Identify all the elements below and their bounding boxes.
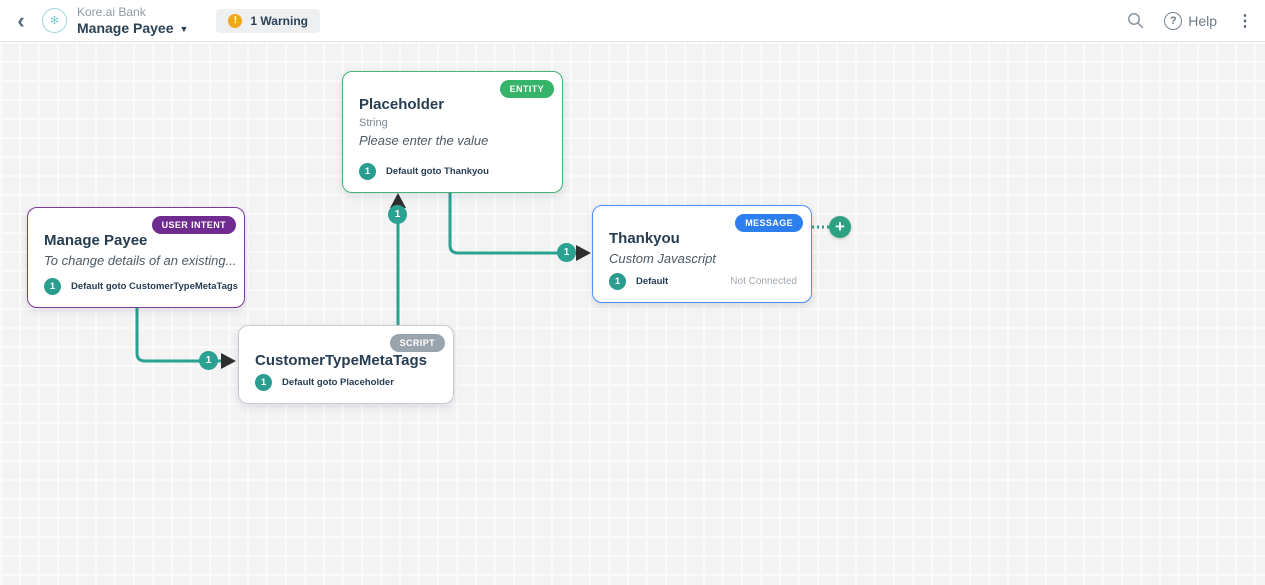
add-node-button[interactable]: + bbox=[829, 216, 851, 238]
node-title: Placeholder bbox=[359, 96, 445, 113]
bot-name: Kore.ai Bank bbox=[77, 4, 146, 19]
back-button[interactable]: ‹ bbox=[8, 5, 34, 37]
transition-index-badge: 1 bbox=[609, 273, 626, 290]
transition-label: Default goto Thankyou bbox=[386, 166, 489, 177]
top-bar: ‹ ✻ Kore.ai Bank Manage Payee ▼ ! 1 Warn… bbox=[0, 0, 1265, 42]
warning-count: 1 Warning bbox=[250, 13, 308, 28]
connector-wires bbox=[135, 193, 829, 369]
dialog-flow-canvas[interactable]: ENTITY Placeholder String Please enter t… bbox=[0, 42, 1265, 585]
user-intent-type-badge: USER INTENT bbox=[151, 216, 236, 234]
transition-index-badge: 1 bbox=[359, 163, 376, 180]
entity-type-badge: ENTITY bbox=[499, 80, 554, 98]
title-block: Kore.ai Bank Manage Payee ▼ bbox=[77, 5, 188, 37]
chevron-down-icon: ▼ bbox=[179, 23, 189, 34]
help-button[interactable]: ? Help bbox=[1164, 11, 1217, 30]
help-icon: ? bbox=[1164, 11, 1183, 30]
warning-badge[interactable]: ! 1 Warning bbox=[216, 8, 320, 33]
task-selector[interactable]: Manage Payee ▼ bbox=[77, 19, 188, 37]
transition-label: Default bbox=[636, 276, 669, 287]
connection-label[interactable]: 1 bbox=[557, 243, 576, 262]
transition-status: Not Connected bbox=[730, 276, 797, 287]
node-subtitle: String bbox=[359, 117, 388, 129]
top-bar-right: ? Help ⋮ bbox=[1127, 11, 1253, 31]
transition-row[interactable]: 1 Default goto Thankyou bbox=[359, 163, 548, 180]
search-button[interactable] bbox=[1127, 12, 1144, 29]
node-manage-payee[interactable]: USER INTENT Manage Payee To change detai… bbox=[27, 207, 245, 308]
transition-row[interactable]: 1 Default goto CustomerTypeMetaTags bbox=[44, 278, 238, 295]
transition-index-badge: 1 bbox=[255, 374, 272, 391]
node-title: Thankyou bbox=[609, 230, 680, 247]
transition-label: Default goto CustomerTypeMetaTags bbox=[71, 281, 238, 292]
search-icon bbox=[1128, 13, 1144, 29]
help-label: Help bbox=[1188, 12, 1217, 29]
connection-label[interactable]: 1 bbox=[388, 205, 407, 224]
transition-label: Default goto Placeholder bbox=[282, 377, 394, 388]
task-name: Manage Payee bbox=[77, 19, 174, 36]
node-thankyou[interactable]: MESSAGE Thankyou Custom Javascript 1 Def… bbox=[592, 205, 812, 303]
more-options-button[interactable]: ⋮ bbox=[1237, 12, 1253, 30]
transition-row[interactable]: 1 Default goto Placeholder bbox=[255, 374, 439, 391]
node-description: Please enter the value bbox=[359, 133, 489, 148]
node-placeholder[interactable]: ENTITY Placeholder String Please enter t… bbox=[342, 71, 563, 193]
bot-logo-icon: ✻ bbox=[42, 8, 67, 33]
node-title: CustomerTypeMetaTags bbox=[255, 352, 427, 369]
node-customer-type-meta-tags[interactable]: SCRIPT CustomerTypeMetaTags 1 Default go… bbox=[238, 325, 454, 404]
connection-label[interactable]: 1 bbox=[199, 351, 218, 370]
transition-row[interactable]: 1 Default Not Connected bbox=[609, 273, 797, 290]
node-title: Manage Payee bbox=[44, 232, 148, 249]
warning-icon: ! bbox=[228, 13, 243, 28]
transition-index-badge: 1 bbox=[44, 278, 61, 295]
node-description: Custom Javascript bbox=[609, 251, 716, 266]
node-description: To change details of an existing... bbox=[44, 253, 237, 268]
script-type-badge: SCRIPT bbox=[389, 334, 445, 352]
message-type-badge: MESSAGE bbox=[735, 214, 803, 232]
